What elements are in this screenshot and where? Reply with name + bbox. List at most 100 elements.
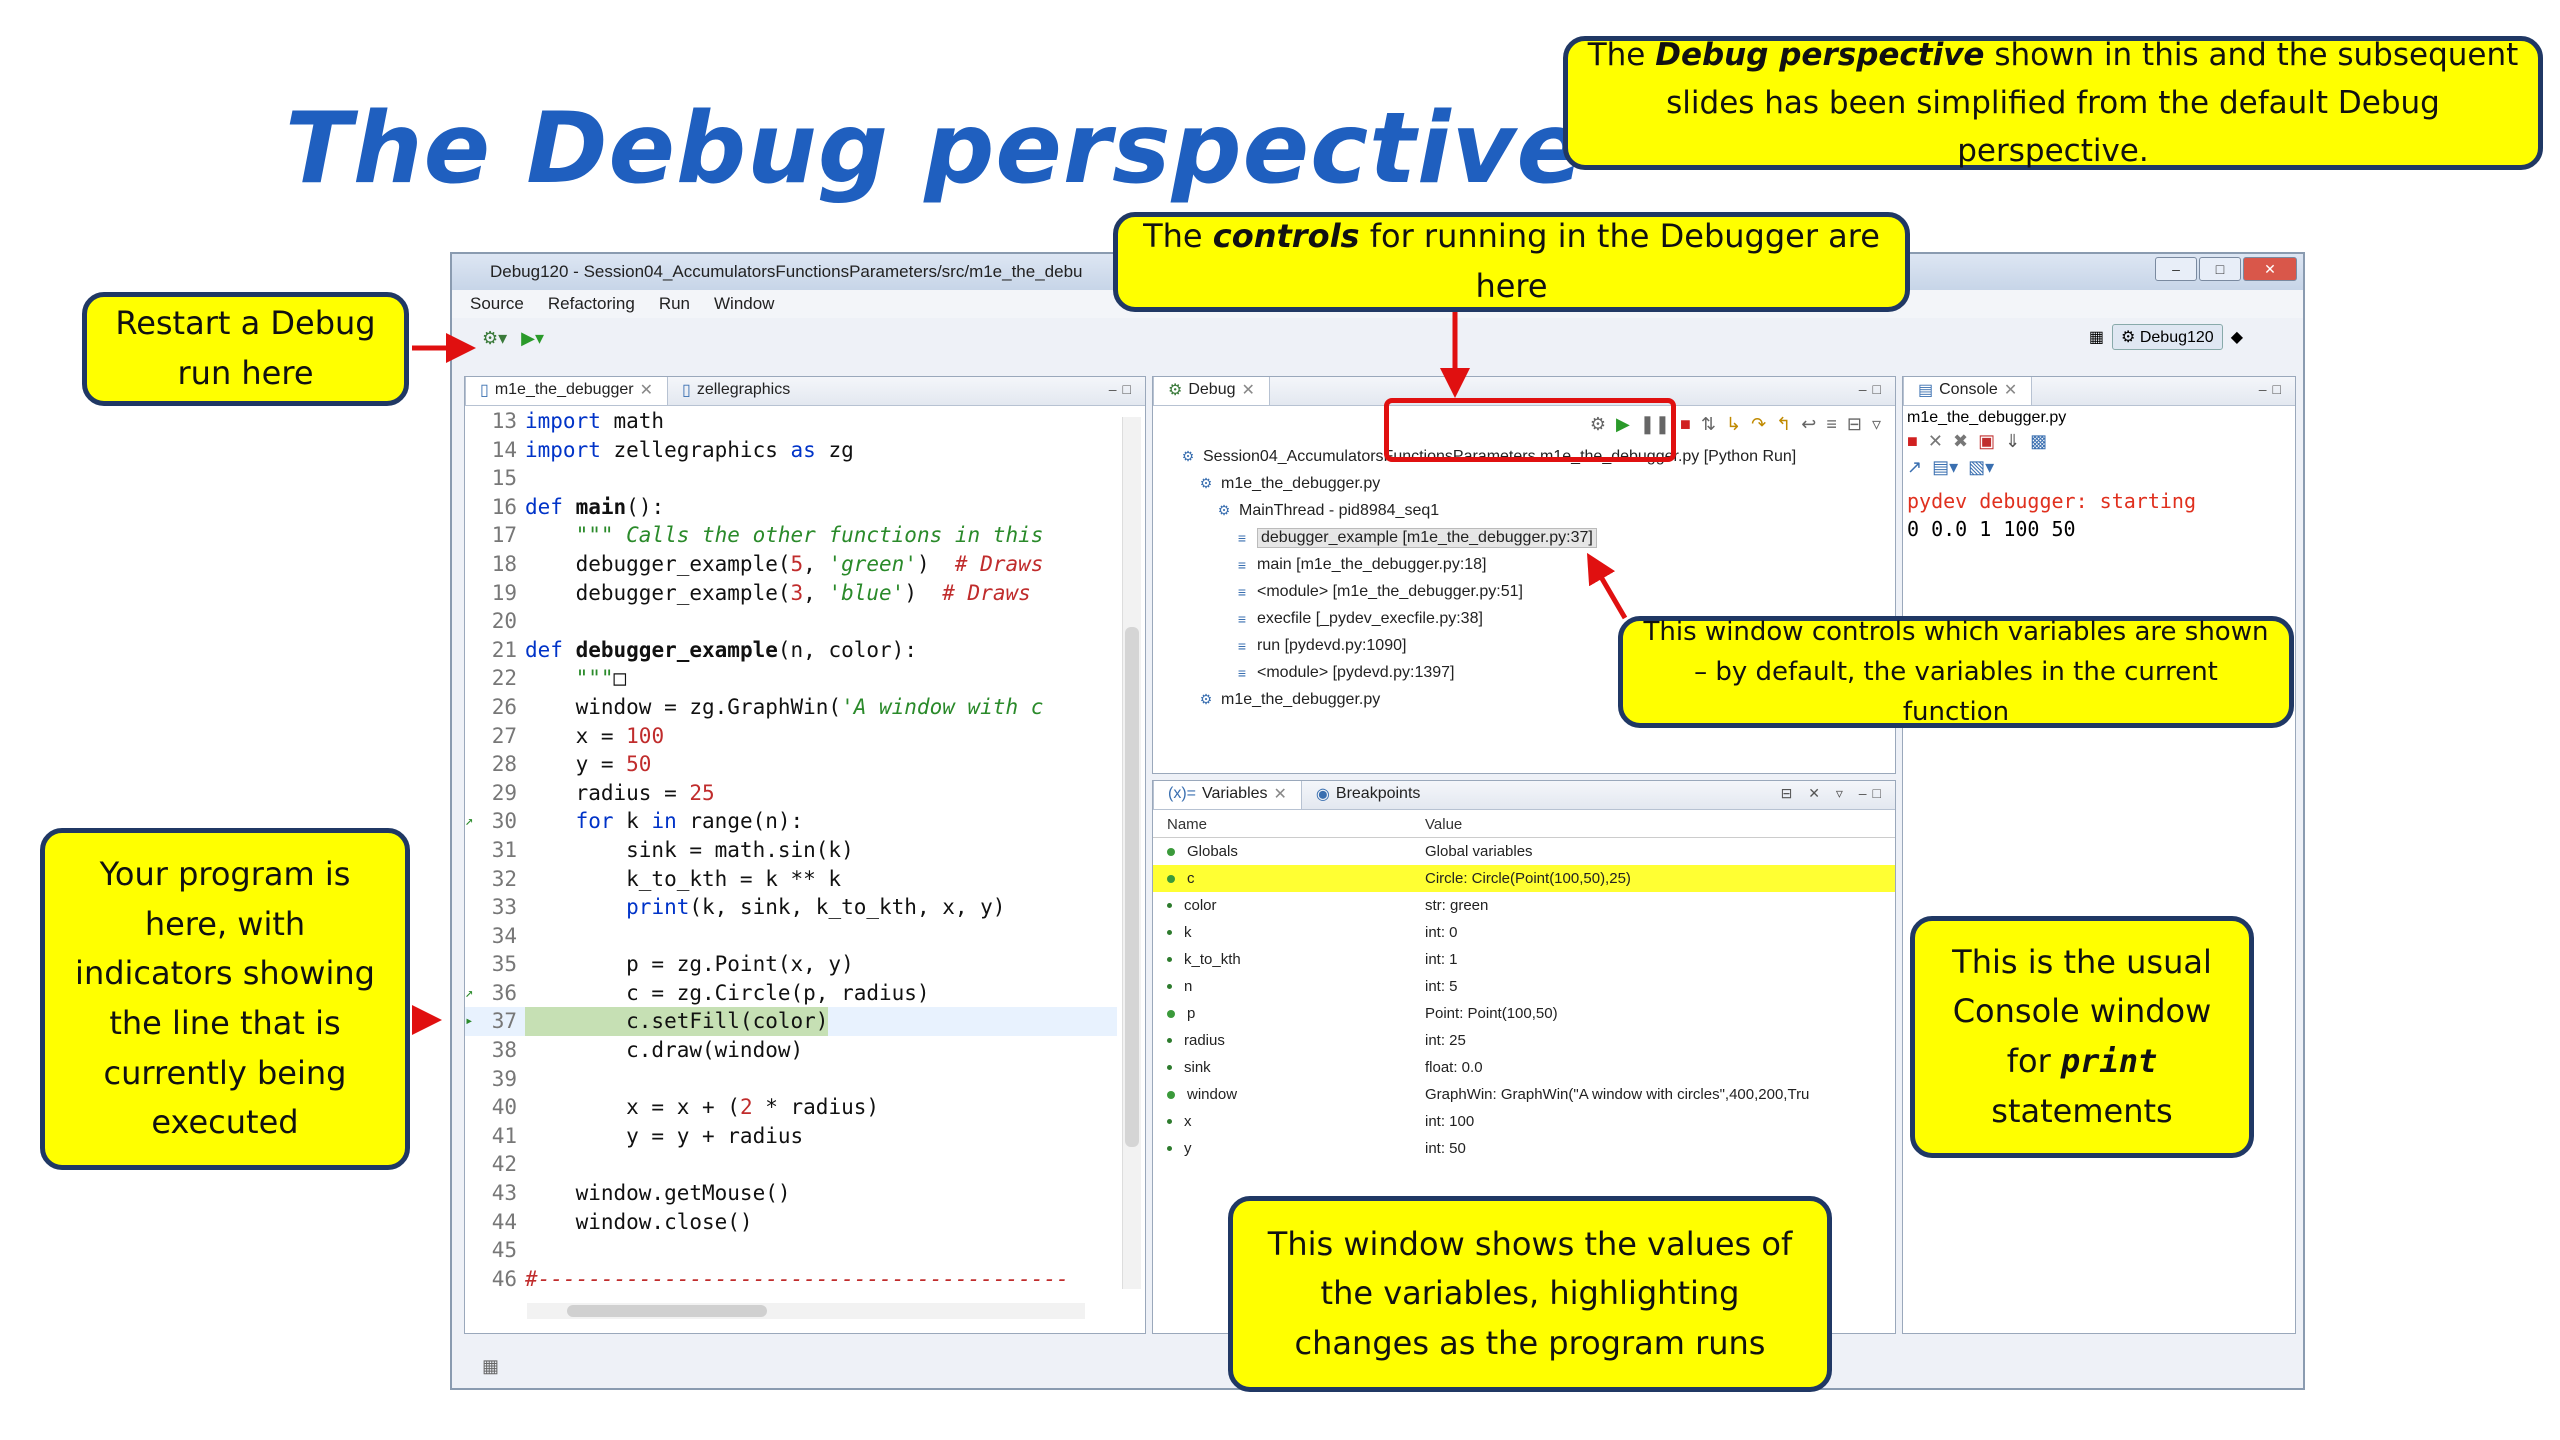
console-minmax-icons[interactable]: –□ xyxy=(2258,381,2287,397)
drop-to-frame-icon[interactable]: ↩ xyxy=(1801,413,1817,434)
run-icon[interactable]: ▶▾ xyxy=(521,327,545,348)
perspective-debug-button[interactable]: ⚙ Debug120 xyxy=(2112,324,2223,350)
line-number[interactable]: 27 xyxy=(491,723,517,748)
code-line[interactable]: 31 sink = math.sin(k) xyxy=(465,836,1117,865)
debug-tree-item[interactable]: ⚙m1e_the_debugger.py xyxy=(1153,686,1895,713)
tab-debug[interactable]: ⚙Debug✕ xyxy=(1153,377,1270,405)
debug-tree-item[interactable]: ≡main [m1e_the_debugger.py:18] xyxy=(1153,551,1895,578)
code-line[interactable]: 43 window.getMouse() xyxy=(465,1179,1117,1208)
close-button[interactable]: ✕ xyxy=(2243,257,2297,281)
debug-restart-icon[interactable]: ⚙▾ xyxy=(482,327,508,348)
code-line[interactable]: 22 """□ xyxy=(465,664,1117,693)
disconnect-icon[interactable]: ⇅ xyxy=(1700,413,1716,434)
use-step-filters-icon[interactable]: ≡ xyxy=(1826,413,1837,434)
code-line[interactable]: 27 x = 100 xyxy=(465,722,1117,751)
code-line[interactable]: 20 xyxy=(465,607,1117,636)
line-number[interactable]: 31 xyxy=(491,837,517,862)
code-line[interactable]: 28 y = 50 xyxy=(465,750,1117,779)
code-line[interactable]: 39 xyxy=(465,1065,1117,1094)
maximize-button[interactable]: □ xyxy=(2199,257,2241,281)
line-number[interactable]: 17 xyxy=(491,523,517,548)
line-number[interactable]: 38 xyxy=(491,1038,517,1063)
pin-console-icon[interactable]: ▩ xyxy=(2030,431,2048,451)
new-console-icon[interactable]: ▧▾ xyxy=(1968,457,1995,477)
code-line[interactable]: 45 xyxy=(465,1236,1117,1265)
menu-source[interactable]: Source xyxy=(470,294,524,313)
code-line[interactable]: 33 print(k, sink, k_to_kth, x, y) xyxy=(465,893,1117,922)
debug-tree-item[interactable]: ≡execfile [_pydev_execfile.py:38] xyxy=(1153,605,1895,632)
code-line[interactable]: 38 c.draw(window) xyxy=(465,1036,1117,1065)
variables-minmax-icons[interactable]: ⊟ ✕ ▿ –□ xyxy=(1780,785,1887,801)
remove-all-icon[interactable]: ✖ xyxy=(1952,431,1969,451)
editor-vertical-scrollbar[interactable] xyxy=(1122,417,1141,1289)
code-line[interactable]: 32 k_to_kth = k ** k xyxy=(465,865,1117,894)
resume-icon[interactable]: ▶ xyxy=(1615,413,1630,434)
close-tab-icon[interactable]: ✕ xyxy=(639,382,653,399)
code-line[interactable]: 30↗ for k in range(n): xyxy=(465,807,1117,836)
close-tab-icon[interactable]: ✕ xyxy=(1241,382,1255,399)
terminate-icon[interactable]: ■ xyxy=(1907,431,1918,451)
close-tab-icon[interactable]: ✕ xyxy=(1273,786,1287,803)
code-line[interactable]: 44 window.close() xyxy=(465,1208,1117,1237)
line-number[interactable]: 16 xyxy=(491,494,517,519)
tab-zellegraphics[interactable]: ▯zellegraphics xyxy=(668,377,804,405)
code-line[interactable]: 41 y = y + radius xyxy=(465,1122,1117,1151)
line-number[interactable]: 45 xyxy=(491,1238,517,1263)
view-menu-icon[interactable]: ▿ xyxy=(1871,413,1881,434)
line-number[interactable]: 21 xyxy=(491,637,517,662)
line-number[interactable]: 34 xyxy=(491,923,517,948)
step-over-icon[interactable]: ↷ xyxy=(1751,413,1767,434)
python-perspective-icon[interactable]: ◆ xyxy=(2230,329,2243,346)
terminate-icon[interactable]: ■ xyxy=(1680,413,1691,434)
code-line[interactable]: 19 debugger_example(3, 'blue') # Draws xyxy=(465,579,1117,608)
menu-run[interactable]: Run xyxy=(658,294,690,313)
tab-variables[interactable]: (x)=Variables✕ xyxy=(1153,781,1302,809)
code-line[interactable]: 18 debugger_example(5, 'green') # Draws xyxy=(465,550,1117,579)
line-number[interactable]: 44 xyxy=(491,1209,517,1234)
editor-minmax-icons[interactable]: –□ xyxy=(1108,381,1137,397)
line-number[interactable]: 46 xyxy=(491,1266,517,1291)
line-number[interactable]: 32 xyxy=(491,866,517,891)
col-value[interactable]: Value xyxy=(1425,815,1463,833)
debug-tree-item[interactable]: ⚙m1e_the_debugger.py xyxy=(1153,470,1895,497)
editor-horizontal-scrollbar[interactable] xyxy=(527,1303,1085,1319)
debug-minmax-icons[interactable]: –□ xyxy=(1858,381,1887,397)
code-line[interactable]: 40 x = x + (2 * radius) xyxy=(465,1093,1117,1122)
clear-console-icon[interactable]: ▣ xyxy=(1978,431,1996,451)
line-number[interactable]: 39 xyxy=(491,1066,517,1091)
line-number[interactable]: 40 xyxy=(491,1095,517,1120)
line-number[interactable]: 14 xyxy=(491,437,517,462)
fast-view-icon[interactable]: ▦ xyxy=(482,1356,500,1376)
remove-launch-icon[interactable]: ✕ xyxy=(1927,431,1943,451)
line-number[interactable]: 33 xyxy=(491,895,517,920)
line-number[interactable]: 35 xyxy=(491,952,517,977)
debug-tree-item[interactable]: ≡run [pydevd.py:1090] xyxy=(1153,632,1895,659)
line-number[interactable]: 29 xyxy=(491,780,517,805)
code-line[interactable]: 42 xyxy=(465,1150,1117,1179)
open-perspective-icon[interactable]: ▦ xyxy=(2088,329,2105,346)
code-line[interactable]: 26 window = zg.GraphWin('A window with c xyxy=(465,693,1117,722)
line-number[interactable]: 18 xyxy=(491,551,517,576)
line-number[interactable]: 37▸ xyxy=(465,1007,525,1036)
tab-console[interactable]: ▤Console✕ xyxy=(1903,377,2033,405)
debug-tree-item[interactable]: ≡debugger_example [m1e_the_debugger.py:3… xyxy=(1153,524,1895,551)
line-number[interactable]: 43 xyxy=(491,1181,517,1206)
line-number[interactable]: 26 xyxy=(491,694,517,719)
line-number[interactable]: 30↗ xyxy=(465,807,525,836)
collapse-all-icon[interactable]: ⊟ xyxy=(1846,413,1862,434)
